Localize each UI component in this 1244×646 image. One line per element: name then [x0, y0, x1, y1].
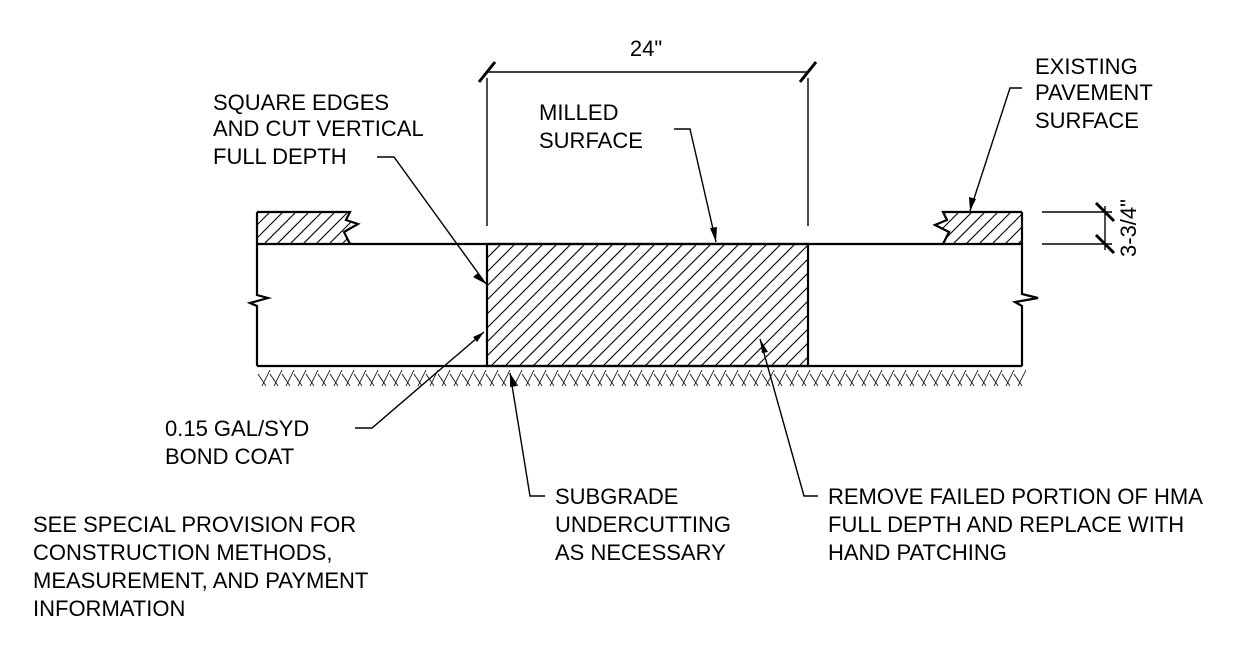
base-course-outline — [246, 242, 1039, 368]
subgrade-note: SUBGRADE UNDERCUTTING AS NECESSARY — [555, 484, 737, 565]
special-provision-note: SEE SPECIAL PROVISION FOR CONSTRUCTION M… — [33, 512, 374, 621]
width-dimension — [477, 61, 818, 226]
leader-bond-coat — [355, 331, 485, 429]
existing-pavement-note: EXISTING PAVEMENT SURFACE — [1035, 54, 1158, 133]
remove-failed-note: REMOVE FAILED PORTION OF HMA FULL DEPTH … — [828, 484, 1208, 565]
existing-pavement-left-top — [255, 210, 361, 245]
leader-existing-pavement — [969, 87, 1022, 212]
bond-coat-note: 0.15 GAL/SYD BOND COAT — [165, 416, 315, 469]
square-edges-note: SQUARE EDGES AND CUT VERTICAL FULL DEPTH — [213, 90, 429, 169]
leader-milled-surface — [674, 128, 717, 243]
existing-pavement-right-top — [932, 210, 1024, 245]
leader-subgrade — [509, 372, 545, 497]
subgrade-soil-hatch — [257, 369, 1027, 387]
depth-dimension-label: 3-3/4" — [1116, 199, 1141, 257]
hand-patch-region — [485, 242, 810, 368]
leader-remove-failed — [759, 338, 818, 497]
milled-surface-note: MILLED SURFACE — [539, 100, 643, 153]
leader-square-edges — [377, 156, 487, 285]
depth-dimension — [1042, 201, 1116, 255]
width-dimension-label: 24" — [630, 36, 662, 61]
